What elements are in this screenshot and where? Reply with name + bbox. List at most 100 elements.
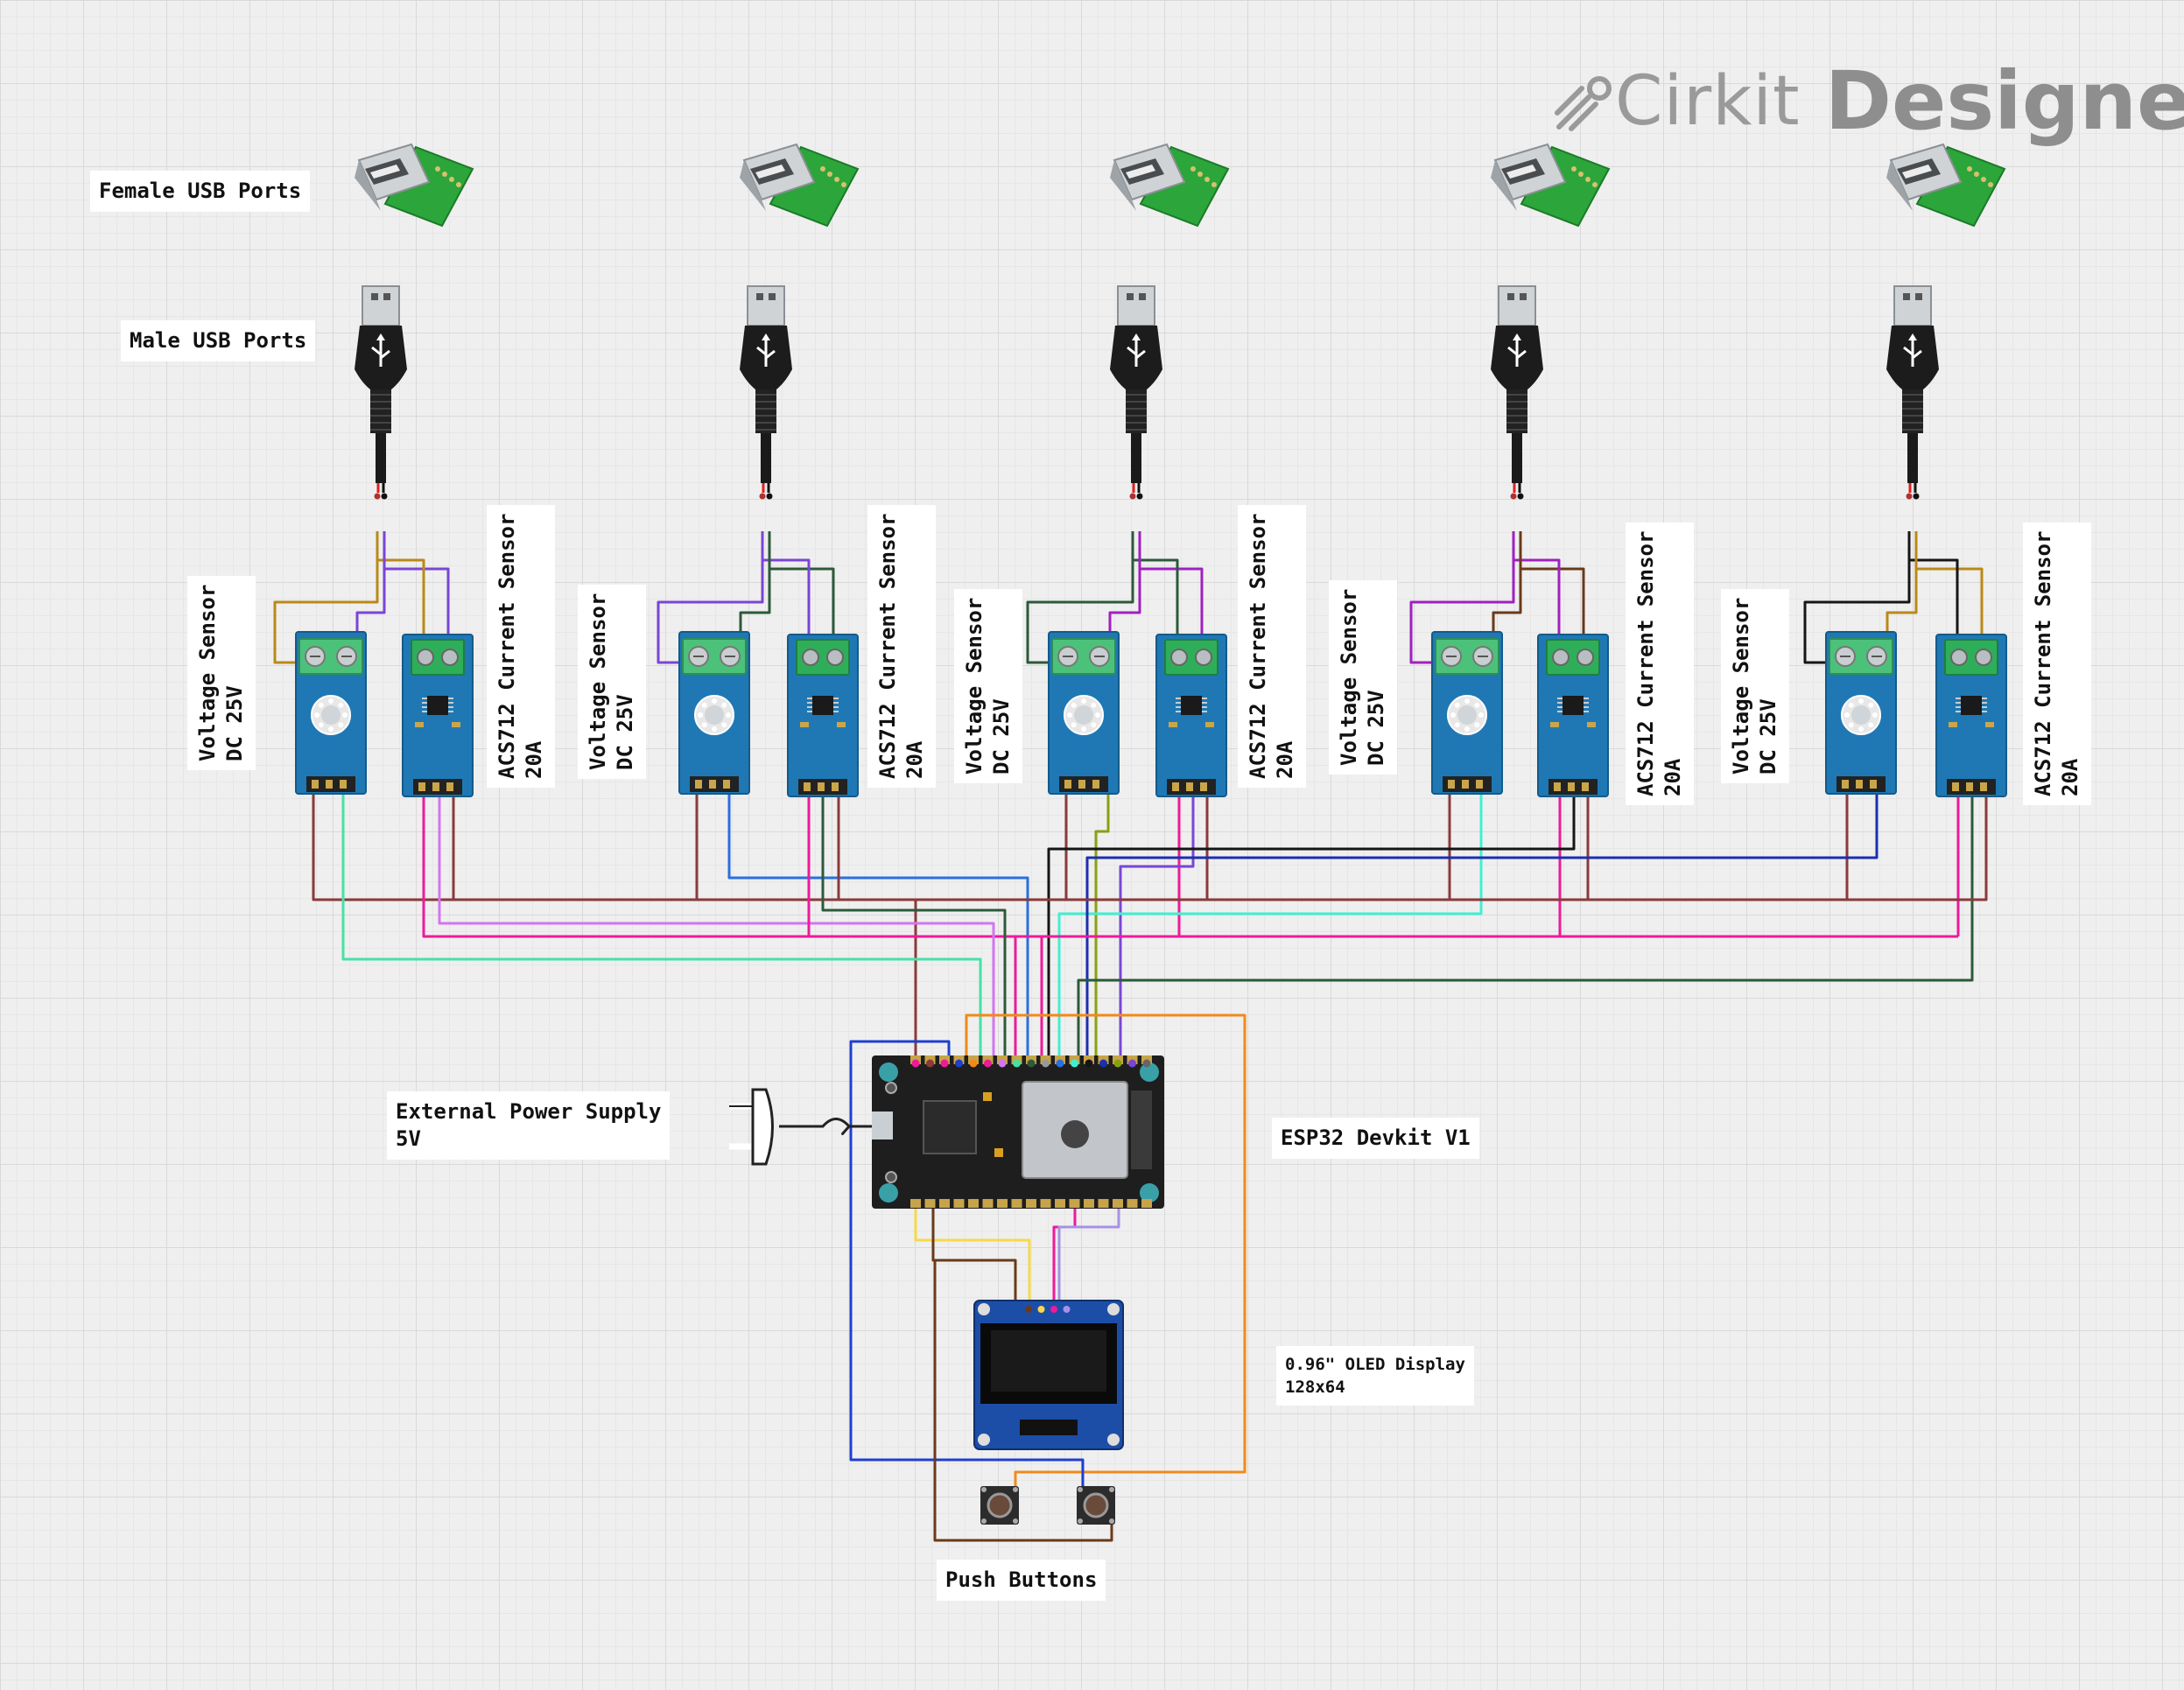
pin-connection	[1056, 1059, 1064, 1068]
via	[721, 702, 727, 708]
pin-connection	[998, 1059, 1007, 1068]
button-gnd-wire	[984, 1523, 1113, 1542]
usb-a-tongue	[1126, 165, 1155, 179]
usb-symbol-icon	[1903, 339, 1922, 367]
usb-plug-hole	[1915, 293, 1922, 300]
chip-leg	[448, 711, 453, 712]
cable-strain-relief	[370, 389, 391, 433]
oled-label-line1: 0.96" OLED Display	[1285, 1355, 1465, 1374]
header-pin	[1568, 782, 1575, 791]
female-usb-port-1	[355, 143, 474, 228]
screw-icon	[1195, 649, 1212, 666]
usb-cable	[376, 433, 386, 483]
mounting-hole	[879, 1183, 898, 1203]
usb-plug-hole	[371, 293, 378, 300]
current5-out-wire	[1077, 788, 1974, 1059]
oled-pin	[1050, 1306, 1057, 1313]
header-pin	[1476, 780, 1483, 789]
pcb-pad	[456, 182, 461, 187]
current-sensor-label-4-line2: 20A	[1661, 758, 1685, 796]
screw-icon	[1170, 649, 1188, 666]
usb-plug-hole	[1520, 293, 1527, 300]
via	[726, 712, 731, 718]
male-usb-cable-3	[1110, 285, 1162, 500]
header-pin	[1554, 782, 1561, 791]
push-button-1	[980, 1486, 1019, 1525]
pin-connection	[1142, 1059, 1151, 1068]
via	[1464, 698, 1470, 704]
usb-a-tongue	[755, 165, 785, 179]
usb-plug-metal	[1117, 285, 1155, 326]
plug-cable	[779, 1118, 872, 1135]
chip-leg	[1557, 711, 1563, 712]
header-pin	[1856, 780, 1863, 789]
pin-connection	[984, 1059, 992, 1068]
chip-leg	[833, 711, 839, 712]
button-leg	[1109, 1518, 1114, 1524]
usb-to-voltage-sensor-wire	[1803, 531, 1911, 664]
chip-leg	[1176, 706, 1181, 708]
pin-connection	[969, 1059, 978, 1068]
header-pin	[832, 782, 839, 791]
usb-symbol-arrow	[1132, 333, 1141, 340]
chip-leg	[1956, 702, 1961, 704]
chip-leg	[422, 702, 427, 704]
via	[712, 698, 717, 704]
voltage-sensor-label-3-line1: Voltage Sensor	[962, 597, 987, 775]
mounting-hole	[879, 1062, 898, 1082]
via	[328, 726, 334, 732]
wire-end	[374, 493, 381, 500]
header-pin	[1186, 782, 1193, 791]
button-orange-wire	[965, 1013, 1246, 1488]
header-pin	[446, 782, 453, 791]
pin-connection	[911, 1059, 920, 1068]
via	[1450, 712, 1456, 718]
chip-leg	[1557, 698, 1563, 699]
wire-end	[759, 493, 766, 500]
pcb-pad	[1571, 166, 1577, 172]
chip-leg	[448, 706, 453, 708]
voltage-sensor-module-2	[678, 631, 750, 795]
screw-icon	[417, 649, 434, 666]
button-cap	[987, 1492, 1013, 1518]
male-usb-cable-2	[740, 285, 792, 500]
oled-active-area	[991, 1330, 1106, 1392]
current1-gnd-wire	[422, 788, 1043, 1059]
chip-leg	[448, 702, 453, 704]
chip-leg	[807, 706, 812, 708]
chip-leg	[1584, 702, 1589, 704]
pcb-pad	[1981, 177, 1986, 182]
header-pin	[709, 780, 716, 789]
smd-part	[983, 1092, 992, 1101]
usb-a-tongue	[1506, 165, 1536, 179]
header-pin	[1870, 780, 1877, 789]
via	[1091, 722, 1097, 728]
smd-part	[1985, 722, 1994, 727]
voltage-sensor-label-5-line1: Voltage Sensor	[1729, 597, 1753, 775]
via	[1454, 702, 1460, 708]
usb-a-shell-side	[740, 160, 766, 211]
header-pin	[1842, 780, 1849, 789]
voltage-sensor-label-2-line2: DC 25V	[613, 694, 637, 770]
header-pin	[1141, 1199, 1152, 1208]
usb-plug-hole	[1139, 293, 1146, 300]
via	[1844, 712, 1850, 718]
usb-plug-hole	[756, 293, 763, 300]
current-sensor-module-1	[402, 634, 474, 797]
acs712-chip	[1961, 696, 1982, 715]
usb-to-voltage-sensor-wire	[273, 531, 379, 664]
screw-icon	[1975, 649, 1992, 666]
pcb-pad	[1974, 172, 1979, 177]
screw-terminal	[1944, 639, 1998, 676]
pcb-pad	[834, 177, 839, 182]
header-pin	[982, 1199, 994, 1208]
chip-leg	[422, 706, 427, 708]
voltage-sensor-label-1-line1: Voltage Sensor	[195, 584, 220, 761]
mounting-hole	[1107, 1434, 1120, 1446]
mounting-hole	[978, 1303, 990, 1315]
esp32-devkit-board	[872, 1055, 1164, 1209]
mounting-hole-inner	[1851, 705, 1871, 725]
oled-gnd-wire	[935, 1259, 1017, 1308]
via	[318, 722, 324, 728]
